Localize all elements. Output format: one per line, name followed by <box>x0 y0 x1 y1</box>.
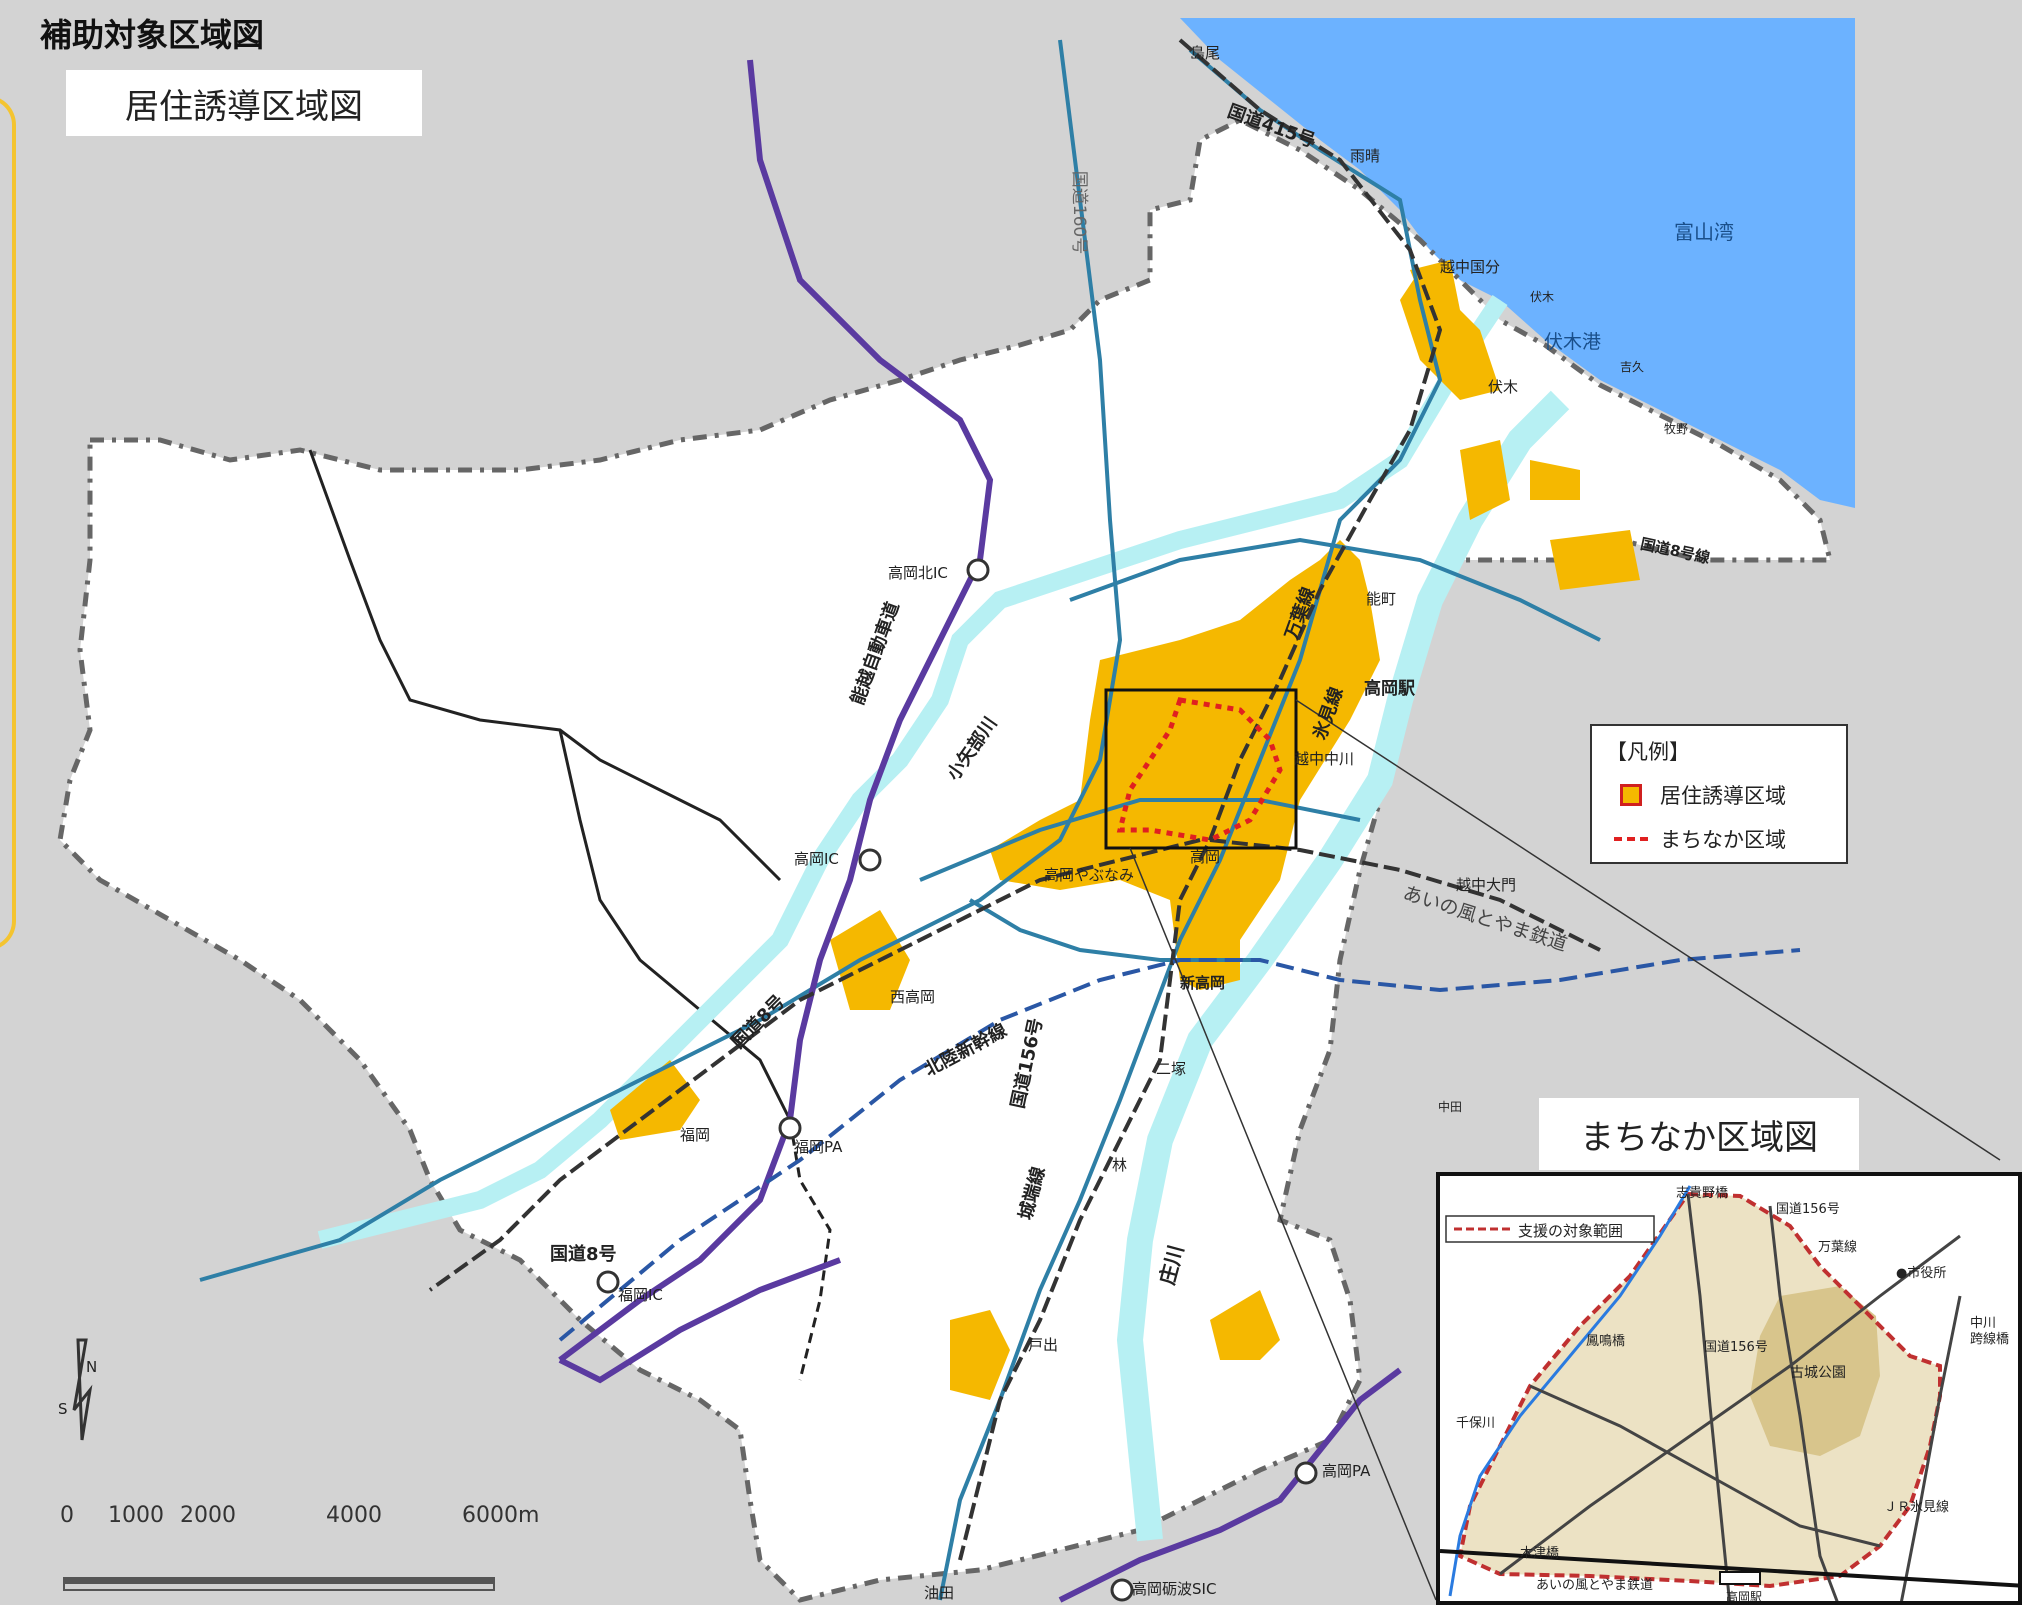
inset-railway <box>1440 1549 2018 1588</box>
machinaka-inset: 支援の対象範囲 志貴野橋 国道156号 万葉線 ●市役所 中川 跨線橋 鳳鳴橋 … <box>1436 1172 2022 1605</box>
place-hayashi: 林 <box>1112 1156 1128 1174</box>
inset-manyo: 万葉線 <box>1818 1240 1858 1255</box>
compass-n: N <box>86 1358 98 1376</box>
place-takaoka-station: 高岡駅 <box>1364 679 1415 699</box>
inset-station: 高岡駅 <box>1726 1590 1763 1604</box>
place-sic: 高岡砺波SIC <box>1132 1580 1217 1598</box>
place-etchu-kokubu: 越中国分 <box>1440 258 1501 276</box>
residential-kokubu <box>1410 260 1460 320</box>
residential-central <box>990 540 1380 990</box>
place-futatsuka: 二塚 <box>1156 1060 1187 1078</box>
residential-nishitakaoka <box>830 910 910 1010</box>
place-etchu-nakagawa: 越中中川 <box>1294 750 1355 768</box>
district-boundary-2 <box>558 729 792 1121</box>
inset-senbo: 千保川 <box>1456 1416 1496 1431</box>
inset-kojo-park <box>1750 1286 1880 1456</box>
place-nakada: 中田 <box>1438 1100 1463 1114</box>
residential-east <box>1460 440 1510 520</box>
place-shin-takaoka: 新高岡 <box>1180 974 1226 992</box>
inset-nakagawa: 中川 跨線橋 <box>1970 1316 2010 1347</box>
oyabe-river <box>317 295 1508 1249</box>
label-r160: 国道160号 <box>1069 170 1090 255</box>
inset-city-hall: ●市役所 <box>1896 1266 1947 1281</box>
inset-roads <box>1499 1193 1962 1601</box>
residential-east2 <box>1530 460 1580 500</box>
place-fukuoka: 福岡 <box>680 1126 711 1144</box>
place-takaoka-kita-ic: 高岡北IC <box>888 564 948 582</box>
north-arrow <box>72 1338 93 1441</box>
district-boundary-1 <box>308 449 782 882</box>
place-fukuoka-pa: 福岡PA <box>794 1138 843 1156</box>
residential-east3 <box>1550 530 1640 590</box>
residential-south <box>1210 1290 1280 1360</box>
legend-heading: 【凡例】 <box>1606 740 1690 764</box>
place-yoshihisa: 吉久 <box>1620 360 1645 374</box>
inset-legend-label: 支援の対象範囲 <box>1518 1222 1624 1240</box>
label-toyama-bay: 富山湾 <box>1674 220 1734 244</box>
inset-senbo-river <box>1448 1185 1692 1597</box>
railways <box>428 38 1601 1561</box>
national-roads <box>199 39 1601 1601</box>
page-title: 補助対象区域図 <box>40 16 265 54</box>
hokuriku-shinkansen <box>558 948 1801 1342</box>
inset-hoyo: 鳳鳴橋 <box>1586 1334 1626 1349</box>
scale-tick-1: 1000 <box>108 1503 164 1528</box>
scale-tick-3: 4000 <box>326 1503 382 1528</box>
left-bracket <box>0 95 16 951</box>
place-takaoka-ic: 高岡IC <box>794 850 839 868</box>
residential-swatch <box>1620 784 1642 806</box>
place-shimao: 島尾 <box>1190 44 1221 62</box>
inset-r156-top: 国道156号 <box>1776 1202 1840 1217</box>
inset-kizu: 木津橋 <box>1520 1546 1560 1561</box>
place-nomachi: 能町 <box>1366 590 1397 608</box>
place-fushiki-b: 伏木 <box>1488 378 1519 396</box>
map-title: 居住誘導区域図 <box>66 70 422 136</box>
machinaka-swatch <box>1614 837 1648 841</box>
inset-ainokaze: あいの風とやま鉄道 <box>1536 1578 1654 1593</box>
toyama-bay <box>1180 18 1855 508</box>
label-fushiki-port: 伏木港 <box>1544 331 1602 353</box>
sho-river <box>1116 390 1570 1542</box>
scale-tick-2: 2000 <box>180 1503 236 1528</box>
leader-line-2 <box>1129 847 1437 1601</box>
place-toide: 戸出 <box>1028 1336 1059 1354</box>
place-etchu-daimon: 越中大門 <box>1456 876 1517 894</box>
inset-r156-mid: 国道156号 <box>1704 1340 1768 1355</box>
legend-label-residential: 居住誘導区域 <box>1660 784 1786 808</box>
place-takaoka-pa: 高岡PA <box>1322 1462 1371 1480</box>
inset-map <box>1440 1176 2018 1601</box>
ic-markers <box>596 558 1318 1602</box>
legend-item-residential: 居住誘導区域 <box>1606 780 1832 810</box>
hokuriku-expressway <box>558 1257 842 1384</box>
expressway-south <box>1058 1367 1402 1603</box>
inset-kojo: 古城公園 <box>1790 1365 1846 1381</box>
place-amaharashi: 雨晴 <box>1350 147 1381 165</box>
inset-jr-himi: ＪＲ氷見線 <box>1884 1500 1950 1515</box>
residential-fukuoka <box>610 1060 700 1140</box>
place-nishi-takaoka: 西高岡 <box>890 988 936 1006</box>
noetsu-expressway <box>558 59 994 1363</box>
legend-item-machinaka: まちなか区域 <box>1606 824 1832 854</box>
place-aburaden: 油田 <box>924 1584 955 1602</box>
inset-target-rect <box>1104 688 1298 850</box>
place-makino: 牧野 <box>1664 422 1689 436</box>
scale-tick-0: 0 <box>60 1503 74 1528</box>
inset-shikino: 志貴野橋 <box>1676 1186 1729 1201</box>
place-yabunami: 高岡やぶなみ <box>1044 866 1135 884</box>
inset-station-marker <box>1719 1571 1761 1585</box>
map-legend: 【凡例】 居住誘導区域 まちなか区域 <box>1590 724 1848 864</box>
leader-line-1 <box>1295 699 2001 1161</box>
residential-toide <box>950 1310 1010 1400</box>
inset-title: まちなか区域図 <box>1539 1098 1859 1170</box>
label-r8-b: 国道8号 <box>550 1244 617 1265</box>
place-fukuoka-ic: 福岡IC <box>618 1286 663 1304</box>
machinaka-area <box>1116 697 1283 843</box>
place-takaoka: 高岡 <box>1190 848 1221 866</box>
legend-label-machinaka: まちなか区域 <box>1660 828 1786 852</box>
compass-s: S <box>58 1400 68 1418</box>
place-fushiki-a: 伏木 <box>1530 290 1555 304</box>
scale-tick-4: 6000m <box>462 1503 540 1528</box>
